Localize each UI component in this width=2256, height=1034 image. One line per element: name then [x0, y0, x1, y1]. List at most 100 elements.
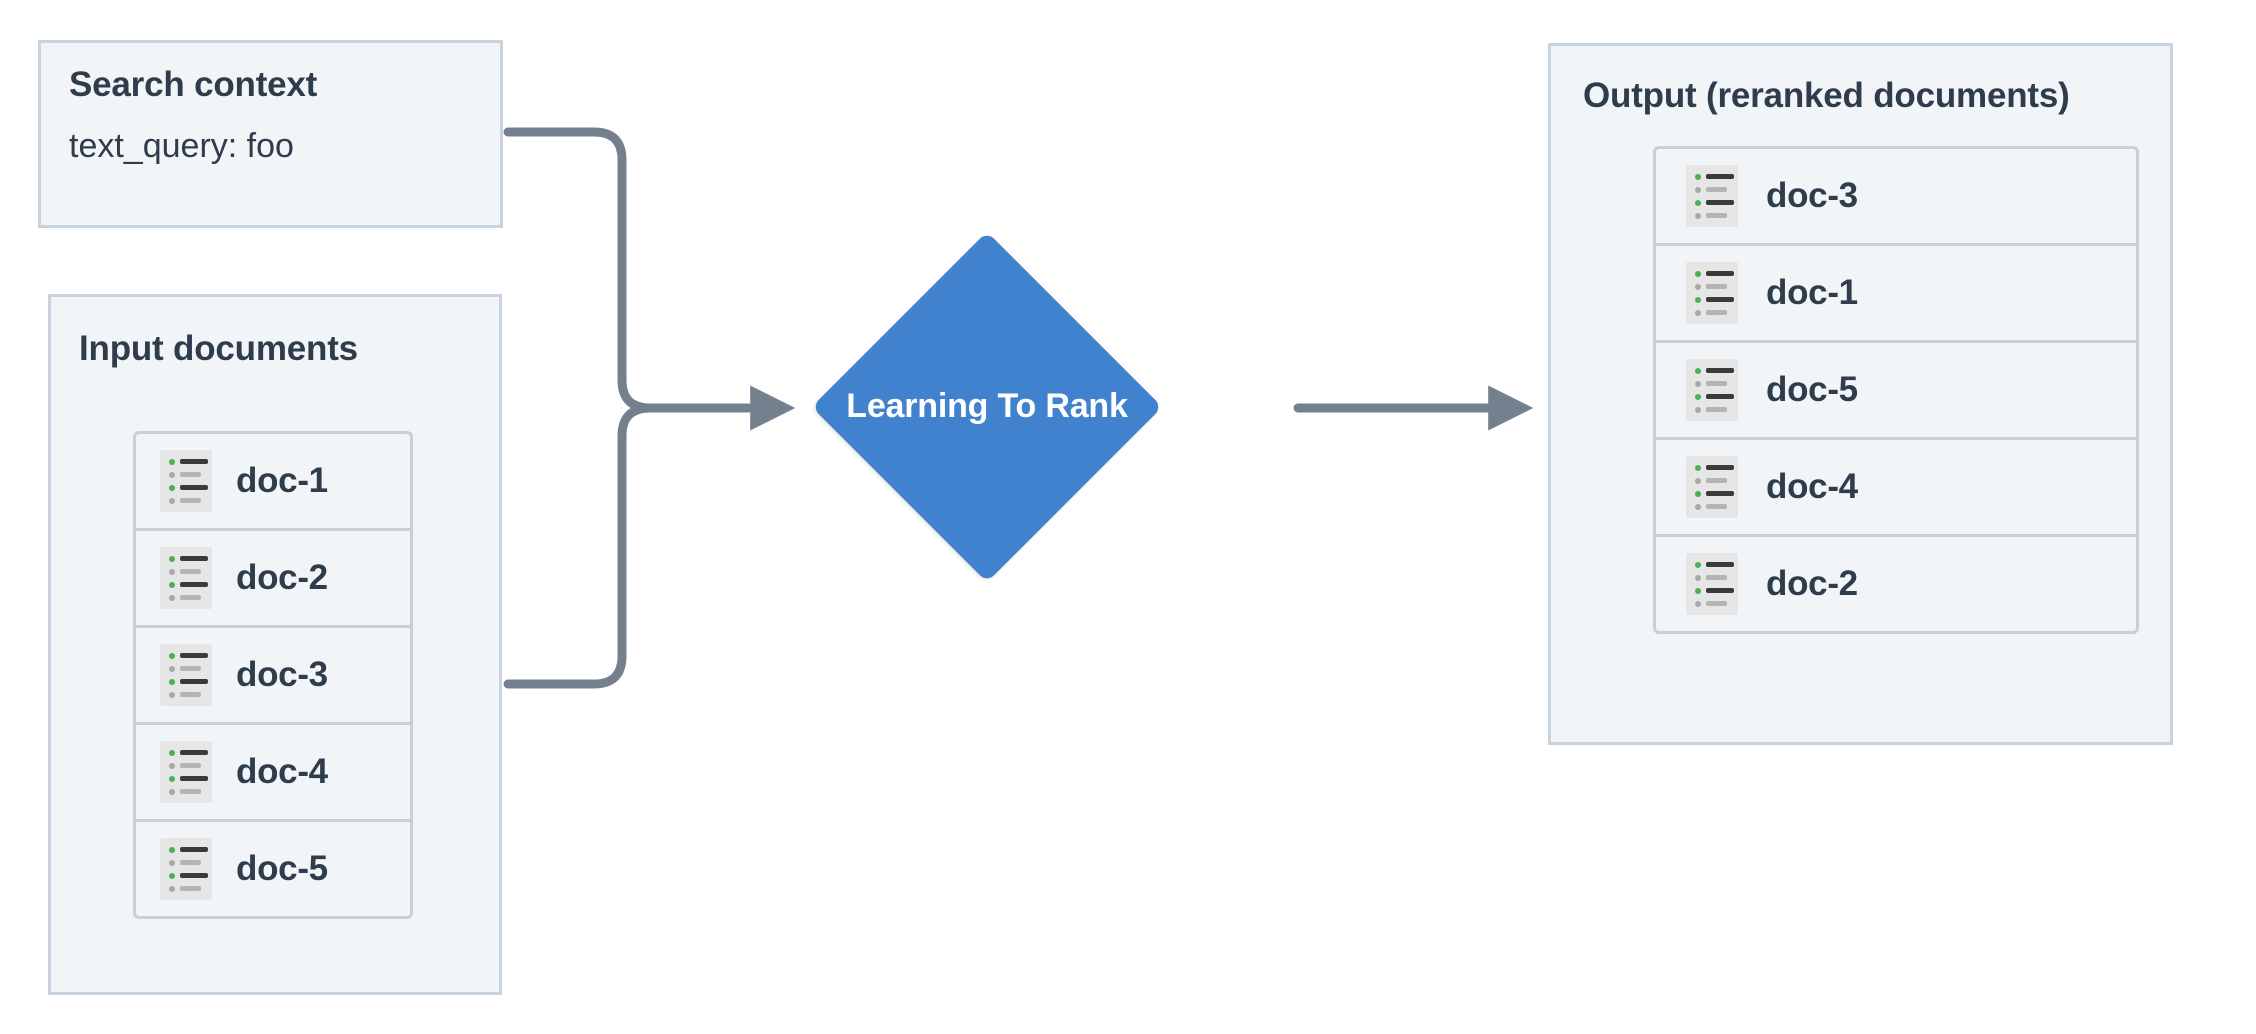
icon-bullet [1695, 186, 1701, 193]
document-list-icon [160, 838, 212, 900]
icon-line [1695, 561, 1738, 568]
icon-line [169, 555, 212, 562]
icon-bar [180, 873, 208, 878]
input-document-row-doc-4[interactable]: doc-4 [133, 722, 413, 822]
document-list-icon [160, 644, 212, 706]
document-list-icon [1686, 359, 1738, 421]
output-document-row-doc-4[interactable]: doc-4 [1653, 437, 2139, 537]
icon-line [169, 652, 212, 659]
output-document-row-doc-3[interactable]: doc-3 [1653, 146, 2139, 246]
icon-bar [180, 789, 201, 794]
icon-bullet [169, 859, 175, 866]
icon-bullet [169, 691, 175, 698]
icon-bullet [169, 885, 175, 892]
icon-bar [180, 556, 208, 561]
icon-bar [180, 763, 201, 768]
learning-to-rank-node[interactable]: Learning To Rank [811, 231, 1163, 583]
output-document-row-doc-2[interactable]: doc-2 [1653, 534, 2139, 634]
icon-line [169, 762, 212, 769]
icon-bar [1706, 478, 1727, 483]
icon-bullet [1695, 296, 1701, 303]
document-list-icon [1686, 165, 1738, 227]
icon-line [1695, 186, 1738, 193]
icon-line [1695, 309, 1738, 316]
icon-line [1695, 393, 1738, 400]
icon-bar [1706, 465, 1734, 470]
icon-bar [180, 666, 201, 671]
icon-bar [1706, 491, 1734, 496]
document-label: doc-5 [1766, 370, 1858, 409]
icon-bar [180, 886, 201, 891]
icon-line [169, 497, 212, 504]
icon-line [169, 691, 212, 698]
icon-line [169, 458, 212, 465]
document-list-icon [160, 547, 212, 609]
icon-line [1695, 477, 1738, 484]
icon-bar [1706, 213, 1727, 218]
icon-bullet [1695, 173, 1701, 180]
icon-bullet [1695, 283, 1701, 290]
document-label: doc-2 [1766, 564, 1858, 603]
icon-line [1695, 296, 1738, 303]
icon-bullet [1695, 587, 1701, 594]
icon-bar [180, 472, 201, 477]
icon-bar [1706, 504, 1727, 509]
icon-line [1695, 380, 1738, 387]
icon-bullet [1695, 212, 1701, 219]
document-list-icon [1686, 553, 1738, 615]
icon-bar [180, 776, 208, 781]
icon-line [1695, 270, 1738, 277]
input-document-row-doc-2[interactable]: doc-2 [133, 528, 413, 628]
icon-bullet [169, 762, 175, 769]
input-document-row-doc-1[interactable]: doc-1 [133, 431, 413, 531]
icon-bar [180, 653, 208, 658]
icon-line [1695, 464, 1738, 471]
document-list-icon [160, 741, 212, 803]
icon-bullet [169, 581, 175, 588]
icon-line [169, 749, 212, 756]
icon-bar [1706, 381, 1727, 386]
icon-bar [180, 692, 201, 697]
document-label: doc-4 [1766, 467, 1858, 506]
icon-bullet [169, 555, 175, 562]
icon-bar [1706, 562, 1734, 567]
icon-line [1695, 587, 1738, 594]
icon-bullet [1695, 574, 1701, 581]
icon-bar [180, 595, 201, 600]
input-document-row-doc-3[interactable]: doc-3 [133, 625, 413, 725]
icon-bar [1706, 575, 1727, 580]
connector-input-documents-to-ltr [503, 403, 655, 689]
icon-bullet [1695, 270, 1701, 277]
icon-bar [1706, 187, 1727, 192]
icon-bullet [169, 678, 175, 685]
icon-bullet [1695, 367, 1701, 374]
icon-bar [180, 485, 208, 490]
icon-bar [180, 459, 208, 464]
input-documents-panel: Input documents [48, 294, 502, 995]
input-document-row-doc-5[interactable]: doc-5 [133, 819, 413, 919]
input-document-list: doc-1 doc-2 [133, 431, 413, 919]
search-context-title: Search context [69, 65, 318, 104]
icon-bullet [169, 775, 175, 782]
icon-bullet [169, 665, 175, 672]
output-documents-title: Output (reranked documents) [1583, 76, 2070, 115]
icon-bullet [169, 471, 175, 478]
icon-line [1695, 600, 1738, 607]
icon-bar [1706, 271, 1734, 276]
icon-line [169, 471, 212, 478]
icon-bar [1706, 284, 1727, 289]
icon-bar [1706, 297, 1734, 302]
output-document-row-doc-5[interactable]: doc-5 [1653, 340, 2139, 440]
icon-bullet [1695, 380, 1701, 387]
icon-bullet [1695, 503, 1701, 510]
document-label: doc-3 [1766, 176, 1858, 215]
document-label: doc-1 [236, 461, 328, 500]
icon-bar [1706, 310, 1727, 315]
output-document-row-doc-1[interactable]: doc-1 [1653, 243, 2139, 343]
icon-bar [180, 582, 208, 587]
connector-search-context-to-ltr [503, 127, 655, 413]
icon-bar [180, 679, 208, 684]
icon-bar [180, 860, 201, 865]
document-label: doc-4 [236, 752, 328, 791]
document-list-icon [1686, 262, 1738, 324]
